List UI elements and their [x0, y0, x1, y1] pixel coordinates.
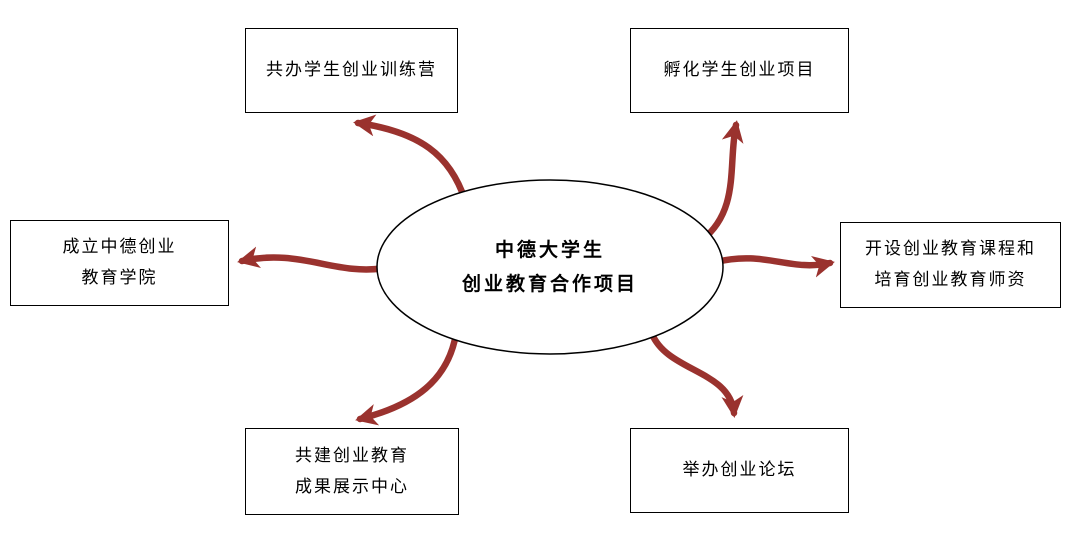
node-right-line2: 培育创业教育师资 — [874, 270, 1027, 290]
center-ellipse — [376, 179, 724, 355]
node-top-left-label: 共办学生创业训练营 — [266, 60, 437, 81]
node-bottom-left: 共建创业教育 成果展示中心 — [245, 428, 459, 515]
center-node-line1: 中德大学生 — [494, 238, 605, 261]
center-node-line2: 创业教育合作项目 — [461, 273, 638, 295]
arrow-to-left — [237, 246, 389, 273]
arrow-to-top-right — [698, 120, 744, 244]
node-bottom-right-label: 举办创业论坛 — [682, 460, 797, 481]
arrow-to-right — [712, 255, 835, 278]
node-top-right: 孵化学生创业项目 — [630, 28, 849, 113]
node-right: 开设创业教育课程和 培育创业教育师资 — [840, 222, 1061, 308]
node-bottom-right: 举办创业论坛 — [630, 428, 849, 513]
arrow-to-bottom-left — [355, 330, 460, 426]
arrow-to-top-left — [353, 114, 469, 204]
node-left: 成立中德创业 教育学院 — [10, 220, 229, 306]
node-top-left: 共办学生创业训练营 — [245, 28, 458, 113]
node-bottom-left-line2: 成果展示中心 — [295, 476, 409, 497]
node-left-line1: 成立中德创业 — [62, 237, 177, 258]
node-top-right-label: 孵化学生创业项目 — [663, 60, 816, 81]
node-bottom-left-line1: 共建创业教育 — [295, 445, 409, 466]
node-right-line1: 开设创业教育课程和 — [865, 239, 1036, 260]
node-left-line2: 教育学院 — [81, 268, 158, 288]
center-node: 中德大学生 创业教育合作项目 — [377, 180, 723, 354]
arrow-to-bottom-right — [648, 330, 744, 418]
